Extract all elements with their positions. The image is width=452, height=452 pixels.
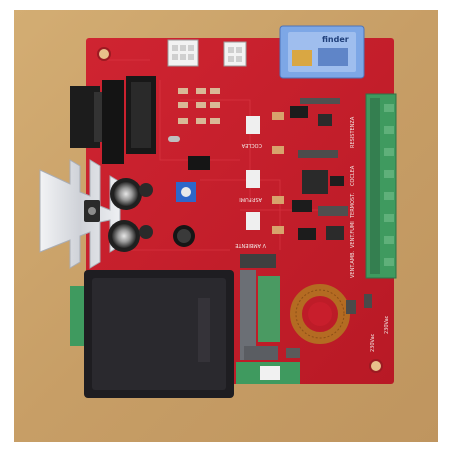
toroid-inductor [290,284,350,344]
triac-row-2 [272,146,344,194]
silk-labels: RESISTENZA COCLEA TERMOST. VENT.FUMI VEN… [235,116,390,352]
terminal-block [365,93,397,279]
cap-small-3 [364,294,372,308]
cap-small-2 [346,300,356,314]
relay-brand: finder [322,35,349,44]
label-coclea2: COCLEA [350,165,356,186]
capacitor-3 [173,225,195,247]
resistor-array [178,88,220,124]
opto-1 [246,116,260,134]
label-ambiente: V AMBIENTE [235,242,266,248]
pcb-traces [100,59,330,251]
capacitor-2 [108,220,140,252]
triac-row-3 [272,196,348,216]
label-aspfumi: ASP.FUMI [239,196,262,202]
pin-header [102,80,124,164]
relay: finder [279,25,365,79]
capacitor-5 [139,225,153,239]
label-resistenza: RESISTENZA [350,116,356,148]
crystal [168,136,180,142]
ribbon-connector [70,86,102,148]
white-connector-1 [167,39,199,67]
label-ventamb: VENT.AMB. [350,250,356,278]
trimmer [176,182,196,202]
label-coclea: COCLEA [241,142,262,148]
ic-socket [126,76,156,154]
small-ic [188,156,210,170]
cap-small-1 [286,348,300,358]
capacitor-4 [139,183,153,197]
opto-3 [246,212,260,230]
label-ventfumi: VENT.FUMI [350,221,356,248]
mount-hole-tl [97,47,111,61]
capacitor-1 [110,178,142,210]
mount-hole-br [369,359,383,373]
triac-row-1 [272,98,340,126]
transformer [70,270,234,398]
label-termost: TERMOST. [350,192,356,219]
label-230vac-2: 230Vac [370,333,376,352]
white-connector-2 [223,41,247,67]
label-230vac-1: 230Vac [384,315,390,334]
fuse-holder [236,254,300,384]
opto-2 [246,170,260,188]
triac-row-4 [272,226,344,240]
